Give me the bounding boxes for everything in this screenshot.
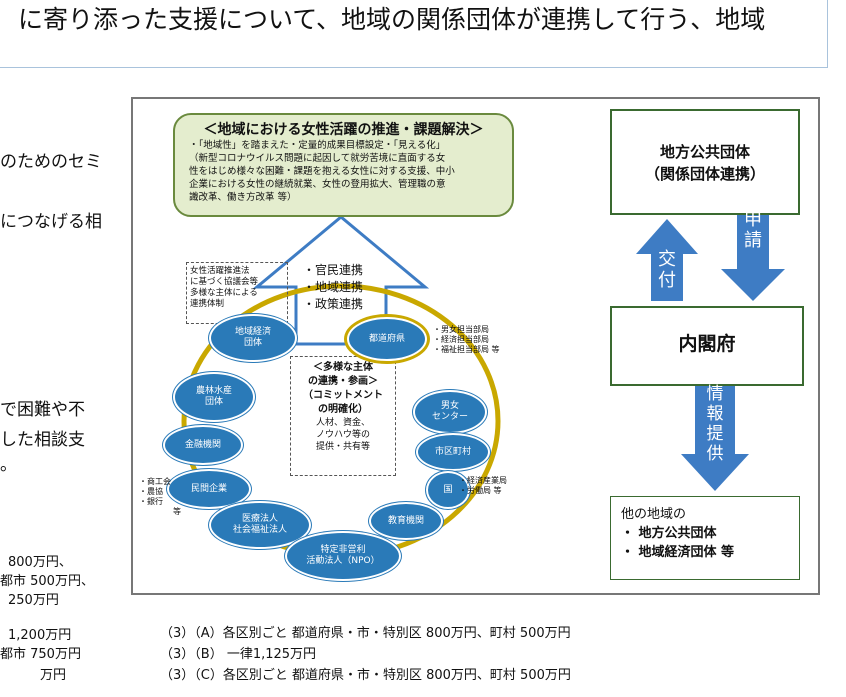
goal-line-5: 識改革、働き方改革 等） <box>189 192 297 203</box>
kofu-label: 交 付 <box>658 249 676 291</box>
node-kyoiku: 教育機関 <box>369 502 443 540</box>
center-title-2: の連携・参画＞ <box>308 376 378 387</box>
pref-notes: ・男女担当部局 ・経済担当部局 ・福祉担当部局 等 <box>433 325 500 355</box>
other-region-box: 他の地域の ・ 地方公共団体 ・ 地域経済団体 等 <box>610 496 800 580</box>
left-text-4: した相談支 <box>0 430 85 450</box>
other-item-2: ・ 地域経済団体 等 <box>621 545 735 560</box>
goal-body: ・「地域性」を踏まえた・定量的成果目標設定・「見える化」 （新型コロナウイルス問… <box>189 139 507 204</box>
page-title: に寄り添った支援について、地域の関係団体が連携して行う、地域 <box>18 5 766 34</box>
dashed-note-line-1: 女性活躍推進法 <box>190 266 250 276</box>
title-box <box>0 0 828 68</box>
local-gov-box: 地方公共団体 （関係団体連携） <box>610 109 800 215</box>
kofu-arrow-shape <box>636 219 698 301</box>
pref-note-2: ・経済担当部局 <box>433 335 489 344</box>
goal-line-2: （新型コロナウイルス問題に起因して就労苦境に直面する女 <box>189 153 446 164</box>
node-shiku: 市区町村 <box>416 433 490 471</box>
goal-title: ＜地域における女性活躍の推進・課題解決＞ <box>203 122 484 138</box>
node-todofuken: 都道府県 <box>347 317 427 361</box>
left-text-1: のためのセミ <box>0 152 102 172</box>
arrow-label-2: ・地域連携 <box>303 280 364 294</box>
local-gov-line-2: （関係団体連携） <box>644 165 765 183</box>
left-notes: ・商工会 ・農協 ・銀行 等 <box>139 477 181 517</box>
diagram-shapes <box>181 194 785 559</box>
diagram-frame: ＜地域における女性活躍の推進・課題解決＞ ・「地域性」を踏まえた・定量的成果目標… <box>131 97 820 595</box>
arrow-label-3: ・政策連携 <box>303 297 364 311</box>
node-danjo: 男女 センター <box>413 390 487 434</box>
node-npo: 特定非営利 活動法人（NPO） <box>285 531 401 581</box>
left-text-3: で困難や不 <box>0 400 85 420</box>
center-body-1: 人材、資金、 <box>315 418 370 428</box>
left-small-1: 800万円、 <box>8 555 72 570</box>
goal-line-4: 企業における女性の継続就業、女性の登用拡大、管理職の意 <box>189 179 446 190</box>
center-title-4: の明確化） <box>318 404 368 415</box>
local-gov-line-1: 地方公共団体 <box>659 143 750 161</box>
dashed-note-line-2: に基づく協議会等 <box>190 277 259 287</box>
center-title-3: （コミットメント <box>303 390 383 401</box>
left-text-2: につなげる相 <box>0 212 102 232</box>
node-iryo: 医療法人 社会福祉法人 <box>209 501 311 549</box>
joho-arrow-shape <box>681 381 749 491</box>
shinsei-arrow-shape <box>721 194 785 301</box>
left-small-5: 都市 750万円 <box>0 647 81 662</box>
pref-note-1: ・男女担当部局 <box>433 325 489 334</box>
goal-box: ＜地域における女性活躍の推進・課題解決＞ ・「地域性」を踏まえた・定量的成果目標… <box>173 113 514 217</box>
left-small-3: 250万円 <box>8 593 59 608</box>
dashed-note-line-4: 連携体制 <box>190 299 225 309</box>
left-note-4: 等 <box>173 507 181 516</box>
goal-line-1: ・「地域性」を踏まえた・定量的成果目標設定・「見える化」 <box>189 140 446 151</box>
node-kinyu: 金融機関 <box>163 425 243 465</box>
other-title: 他の地域の <box>621 507 687 522</box>
shinsei-label: 申 請 <box>744 209 762 251</box>
kuni-note-2: ・労働局 等 <box>459 486 502 495</box>
node-minkan: 民間企業 <box>167 469 251 509</box>
joho-label: 情 報 提 供 <box>706 384 724 464</box>
center-body-2: ノウハウ等の <box>315 430 370 440</box>
node-norin: 農林水産 団体 <box>173 372 255 422</box>
left-small-2: 都市 500万円、 <box>0 574 94 589</box>
left-small-4: 1,200万円 <box>8 628 72 643</box>
center-body-3: 提供・共有等 <box>315 442 370 452</box>
node-kuni: 国 <box>426 471 470 509</box>
kuni-notes: ・経済産業局 ・労働局 等 <box>459 476 507 496</box>
cabinet-box: 内閣府 <box>610 306 804 386</box>
pref-note-3: ・福祉担当部局 等 <box>433 345 500 354</box>
arrow-labels: ・官民連携 ・地域連携 ・政策連携 <box>303 262 363 313</box>
center-box: ＜多様な主体 の連携・参画＞ （コミットメント の明確化） 人材、資金、 ノウハ… <box>290 356 396 476</box>
goal-line-3: 性をはじめ様々な困難・課題を抱える女性に対する支援、中小 <box>189 166 455 177</box>
bottom-text-3: （3）（C）各区別ごと 都道府県・市・特別区 800万円、町村 500万円 <box>160 668 571 683</box>
left-note-1: ・商工会 <box>139 477 171 486</box>
left-text-5: 。 <box>0 455 17 475</box>
dashed-note-line-3: 多様な主体による <box>190 288 258 298</box>
left-small-6: 万円 <box>40 668 67 683</box>
bottom-text-2: （3）（B） 一律1,125万円 <box>160 647 317 662</box>
left-note-2: ・農協 <box>139 487 163 496</box>
node-chiiki: 地域経済 団体 <box>209 314 297 362</box>
bottom-text-1: （3）（A）各区別ごと 都道府県・市・特別区 800万円、町村 500万円 <box>160 626 571 641</box>
arrow-label-1: ・官民連携 <box>303 263 364 277</box>
center-title-1: ＜多様な主体 <box>313 362 373 373</box>
kuni-note-1: ・経済産業局 <box>459 476 507 485</box>
left-note-3: ・銀行 <box>139 497 163 506</box>
other-item-1: ・ 地方公共団体 <box>621 526 717 541</box>
